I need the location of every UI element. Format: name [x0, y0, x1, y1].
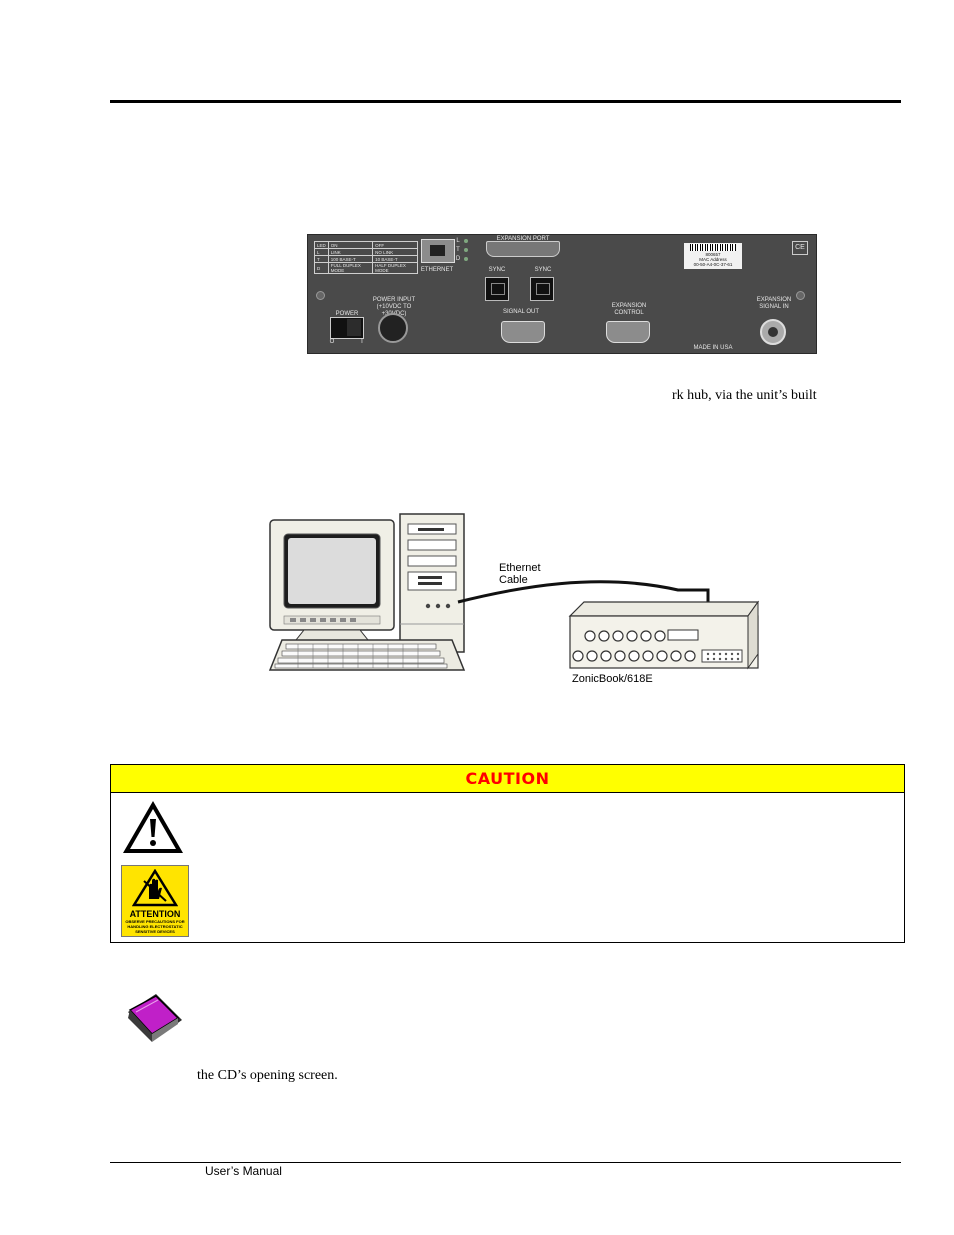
pc-to-zonicbook-drawing — [268, 513, 760, 671]
esd-title: ATTENTION — [129, 909, 181, 919]
footer-rule — [110, 1162, 901, 1163]
led-letter-d: D — [455, 256, 461, 262]
mac-address-label: 800657 MAC Address 00-50-A4-0C-37-61 — [684, 243, 742, 269]
reference-book-icon — [128, 994, 182, 1042]
caution-box: CAUTION ATTENTION OBSERVE PRECAUTIONS FO… — [110, 764, 905, 943]
expansion-signal-in-label: EXPANSION SIGNAL IN — [756, 297, 792, 310]
power-input-connector — [378, 313, 408, 343]
device-label: ZonicBook/618E — [572, 673, 653, 685]
switch-on-mark: I — [361, 339, 363, 345]
expansion-port-connector — [486, 241, 560, 257]
led-t-icon — [464, 248, 468, 252]
power-switch — [330, 317, 364, 339]
warning-triangle-icon — [123, 801, 183, 853]
barcode-icon — [690, 244, 736, 251]
esd-text: OBSERVE PRECAUTIONS FOR HANDLING ELECTRO… — [125, 919, 185, 934]
ce-mark-icon: CE — [792, 241, 808, 255]
keyboard-icon — [268, 639, 466, 671]
ethernet-cable-icon — [457, 580, 710, 604]
power-label: POWER — [335, 311, 359, 317]
cable-label-line-1: Ethernet — [499, 562, 541, 574]
expansion-control-label: EXPANSION CONTROL — [611, 303, 647, 316]
ethernet-port — [421, 239, 455, 263]
monitor-icon — [269, 519, 395, 641]
sync-label-2: SYNC — [534, 267, 552, 273]
signal-out-connector — [501, 321, 545, 343]
led-letter-l: L — [456, 238, 460, 244]
esd-hand-icon — [132, 869, 178, 907]
made-in-label: MADE IN USA — [693, 345, 733, 351]
sync-port-1 — [485, 277, 509, 301]
top-rule — [110, 100, 901, 103]
led-l-icon — [464, 239, 468, 243]
led-letter-t: T — [456, 247, 460, 253]
esd-attention-icon: ATTENTION OBSERVE PRECAUTIONS FOR HANDLI… — [121, 865, 189, 937]
screw-icon — [796, 291, 805, 300]
expansion-signal-in-connector — [760, 319, 786, 345]
expansion-control-connector — [606, 321, 650, 343]
zonicbook-device-icon — [568, 600, 760, 670]
screw-icon — [316, 291, 325, 300]
ethernet-label: ETHERNET — [420, 267, 454, 273]
caution-header: CAUTION — [111, 765, 904, 793]
footer-text: User’s Manual — [205, 1164, 282, 1178]
signal-out-label: SIGNAL OUT — [502, 309, 540, 315]
sync-label-1: SYNC — [488, 267, 506, 273]
computer-tower-icon — [399, 513, 465, 653]
switch-off-mark: O — [329, 339, 335, 345]
sync-port-2 — [530, 277, 554, 301]
expansion-port-label: EXPANSION PORT — [496, 236, 550, 242]
cable-label-line-2: Cable — [499, 574, 528, 586]
led-d-icon — [464, 257, 468, 261]
cd-opening-screen-text: the CD’s opening screen. — [197, 1068, 338, 1083]
body-text-fragment: rk hub, via the unit’s built — [672, 388, 817, 403]
network-connection-figure: Ethernet Cable ZonicBook/618E — [268, 512, 768, 692]
